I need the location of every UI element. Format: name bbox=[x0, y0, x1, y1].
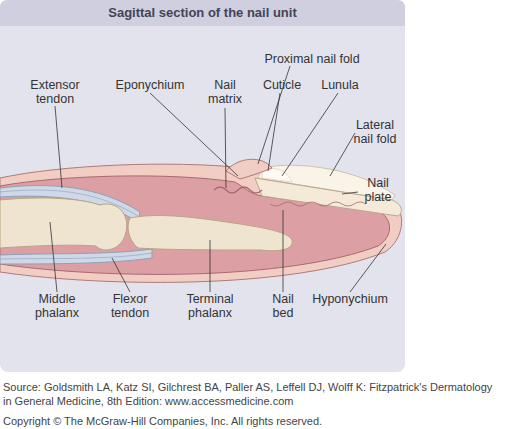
panel bbox=[0, 0, 405, 372]
proximal-nail-fold bbox=[226, 159, 272, 179]
nail-matrix bbox=[214, 187, 262, 193]
part-label: Middle phalanx bbox=[29, 292, 85, 320]
diagram-title: Sagittal section of the nail unit bbox=[0, 5, 405, 20]
part-label: Flexor tendon bbox=[104, 292, 156, 320]
part-label: Lateral nail fold bbox=[345, 118, 405, 146]
leader-line bbox=[210, 240, 211, 292]
part-label: Eponychium bbox=[105, 78, 195, 92]
source-note: Source: Goldsmith LA, Katz SI, Gilchrest… bbox=[3, 380, 503, 408]
skin bbox=[0, 164, 402, 282]
flexor-tendon bbox=[0, 249, 152, 264]
leader-line bbox=[268, 93, 280, 171]
middle-phalanx bbox=[0, 198, 127, 250]
part-label: Hyponychium bbox=[305, 292, 395, 306]
part-label: Nail plate bbox=[358, 176, 398, 204]
copyright-note: Copyright © The McGraw-Hill Companies, I… bbox=[3, 414, 503, 428]
leader-line bbox=[330, 133, 355, 176]
leader-line bbox=[350, 244, 386, 292]
nail-bed-ridges bbox=[270, 202, 366, 206]
part-label: Proximal nail fold bbox=[242, 52, 382, 66]
leader-line bbox=[55, 106, 62, 188]
leader-line bbox=[50, 222, 57, 292]
leader-line bbox=[225, 108, 226, 188]
leader-line bbox=[282, 93, 338, 176]
leader-line bbox=[112, 258, 130, 292]
part-label: Nail matrix bbox=[202, 78, 248, 106]
part-label: Terminal phalanx bbox=[179, 292, 241, 320]
panel-header bbox=[0, 0, 405, 26]
part-label: Extensor tendon bbox=[24, 78, 86, 106]
leader-lines bbox=[50, 66, 386, 292]
tendon-fiber bbox=[0, 253, 152, 259]
part-label: Nail bed bbox=[265, 292, 301, 320]
part-label: Lunula bbox=[310, 78, 370, 92]
leader-line bbox=[342, 192, 358, 194]
part-label: Cuticle bbox=[252, 78, 312, 92]
leader-line bbox=[283, 210, 284, 292]
